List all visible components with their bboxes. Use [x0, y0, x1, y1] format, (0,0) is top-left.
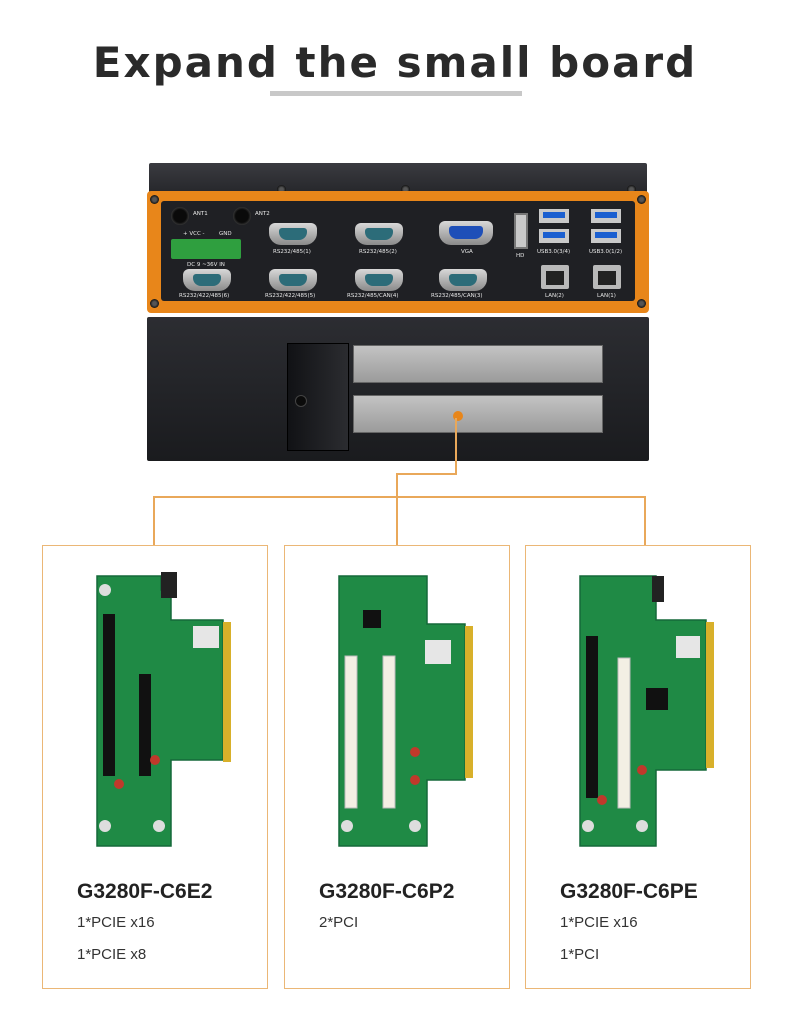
card-model-name: G3280F-C6PE	[560, 880, 698, 903]
expansion-door	[287, 343, 349, 451]
port-label: RS232/422/485(6)	[179, 293, 230, 299]
lan-label: LAN(1)	[597, 293, 616, 299]
connector-line	[396, 473, 457, 475]
serial-port-icon	[355, 223, 403, 245]
device-front-panel: ANT1 ANT2 + VCC - GND DC 9 ~36V IN RS232…	[147, 191, 649, 313]
dc-in-label: DC 9 ~36V IN	[187, 262, 225, 268]
port-label: RS232/485(2)	[359, 249, 397, 255]
hdmi-port-icon	[514, 213, 528, 249]
card-model-name: G3280F-C6P2	[319, 880, 455, 903]
card-spec: 1*PCIE x16	[560, 914, 638, 931]
pci-riser-board-icon	[338, 575, 473, 847]
usb-port-icon	[539, 209, 569, 223]
port-label: RS232/485/CAN(3)	[431, 293, 483, 299]
screw-icon	[627, 185, 636, 194]
device-top-cover	[149, 163, 647, 194]
screw-icon	[401, 185, 410, 194]
card-spec: 2*PCI	[319, 914, 359, 931]
port-label: RS232/485(1)	[273, 249, 311, 255]
lan-label: LAN(2)	[545, 293, 564, 299]
card-spec: 1*PCIE x16	[77, 914, 155, 931]
device-image: ANT1 ANT2 + VCC - GND DC 9 ~36V IN RS232…	[147, 163, 649, 461]
riser-card-c6pe: G3280F-C6PE 1*PCIE x16 1*PCI	[525, 545, 751, 989]
connector-line	[153, 496, 155, 545]
connector-line	[455, 418, 457, 474]
power-terminal-icon	[171, 239, 241, 259]
expansion-slot-cover	[353, 395, 603, 433]
port-label: RS232/485/CAN(4)	[347, 293, 399, 299]
title-underline	[270, 91, 522, 96]
port-label: HD	[516, 253, 525, 259]
connector-line	[644, 496, 646, 545]
screw-icon	[150, 195, 159, 204]
vga-port-icon	[439, 221, 493, 245]
usb-port-icon	[539, 229, 569, 243]
io-panel: ANT1 ANT2 + VCC - GND DC 9 ~36V IN RS232…	[161, 201, 635, 301]
lan-port-icon	[541, 265, 569, 289]
ant2-label: ANT2	[255, 211, 270, 217]
lan-port-icon	[593, 265, 621, 289]
antenna-port-icon	[171, 207, 189, 225]
screw-icon	[150, 299, 159, 308]
card-spec: 1*PCIE x8	[77, 946, 147, 963]
page-title: Expand the small board	[92, 38, 698, 87]
screw-icon	[637, 195, 646, 204]
expansion-slot-cover	[353, 345, 603, 383]
screw-icon	[277, 185, 286, 194]
screw-icon	[637, 299, 646, 308]
usb-label: USB3.0(3/4)	[537, 249, 571, 255]
port-label: VGA	[461, 249, 473, 255]
expansion-module	[147, 317, 649, 461]
connector-line	[153, 496, 646, 498]
ant1-label: ANT1	[193, 211, 208, 217]
usb-port-icon	[591, 209, 621, 223]
connector-line	[396, 473, 398, 497]
riser-card-c6e2: G3280F-C6E2 1*PCIE x16 1*PCIE x8	[42, 545, 268, 989]
callout-dot-icon	[453, 411, 463, 421]
pcie-pci-riser-board-icon	[579, 575, 714, 847]
port-label: RS232/422/485(5)	[265, 293, 316, 299]
riser-card-c6p2: G3280F-C6P2 2*PCI	[284, 545, 510, 989]
gnd-label: GND	[219, 231, 232, 237]
serial-port-icon	[183, 269, 231, 291]
serial-port-icon	[355, 269, 403, 291]
door-screw-icon	[295, 395, 307, 407]
card-spec: 1*PCI	[560, 946, 600, 963]
pcie-riser-board-icon	[96, 572, 231, 847]
usb-port-icon	[591, 229, 621, 243]
serial-port-icon	[269, 269, 317, 291]
usb-label: USB3.0(1/2)	[589, 249, 623, 255]
connector-line	[396, 496, 398, 545]
card-model-name: G3280F-C6E2	[77, 880, 213, 903]
antenna-port-icon	[233, 207, 251, 225]
serial-port-icon	[439, 269, 487, 291]
serial-port-icon	[269, 223, 317, 245]
vcc-label: + VCC -	[183, 231, 205, 237]
